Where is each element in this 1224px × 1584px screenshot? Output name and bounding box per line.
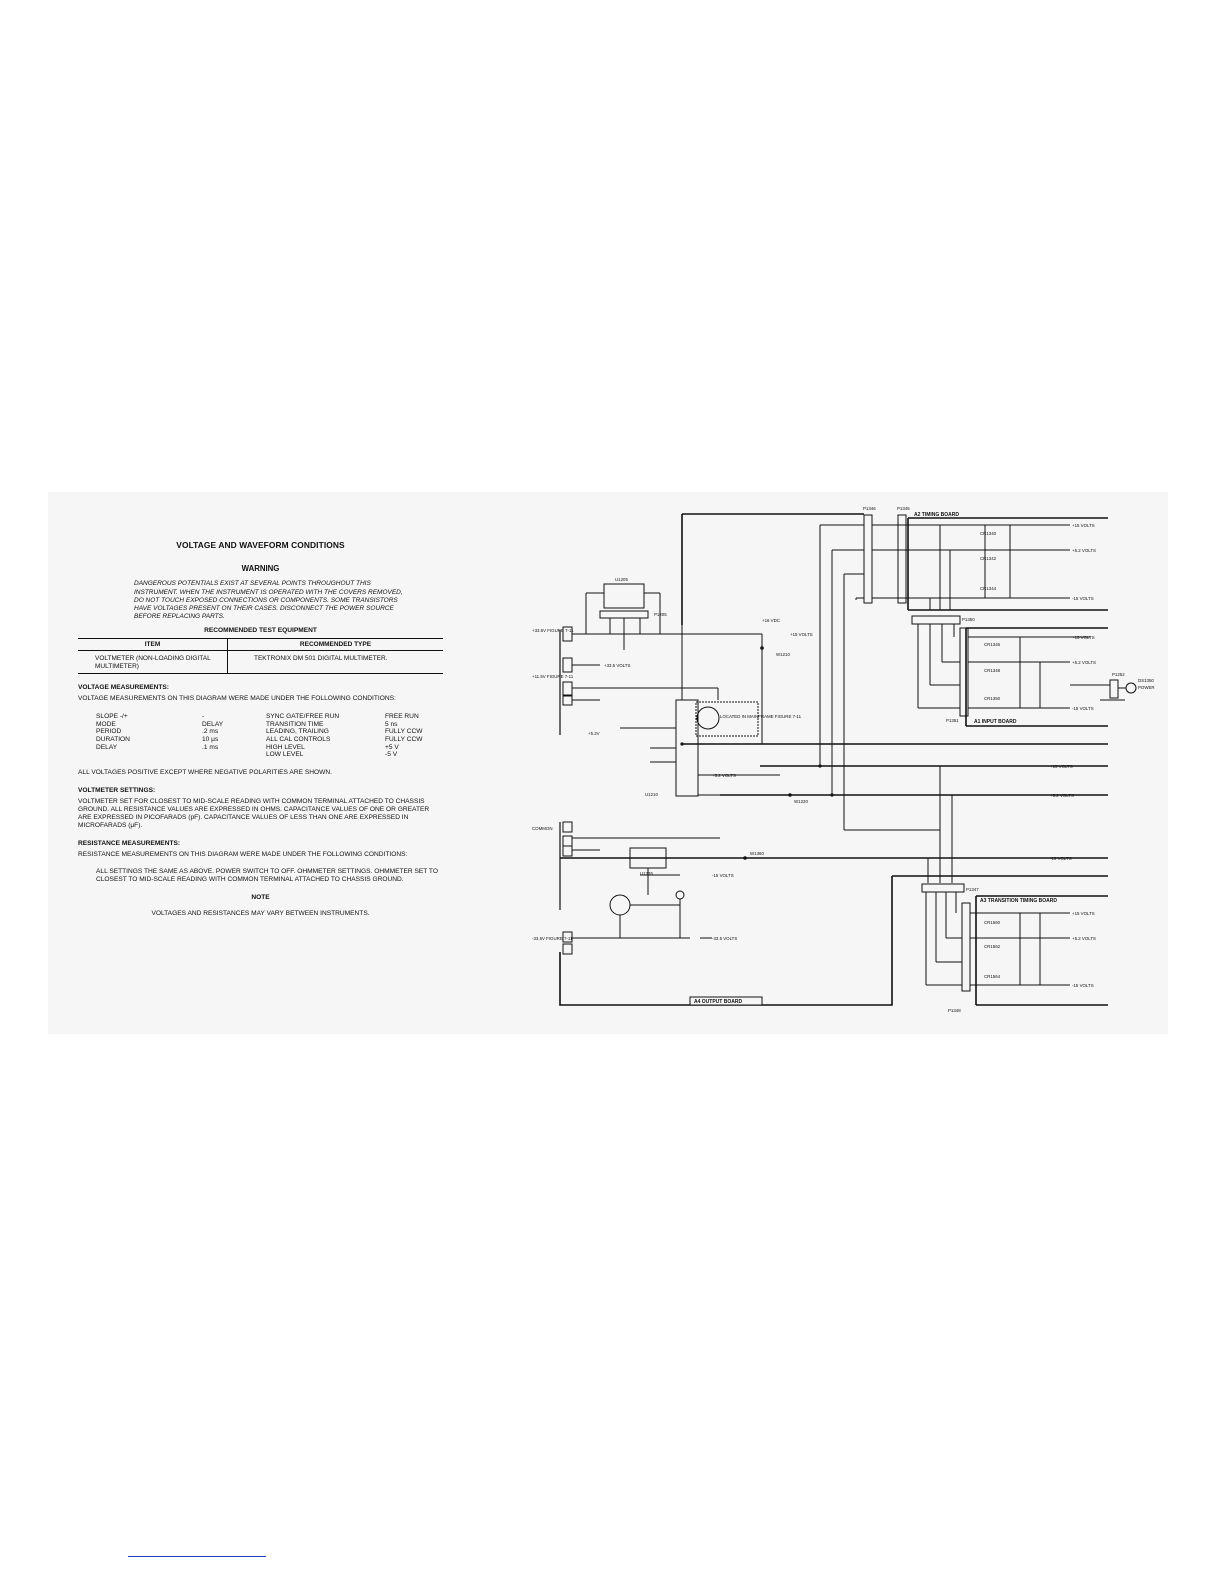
setting-label: PERIOD: [96, 728, 122, 736]
rail-plus-33-5-node: +33.5 VOLTS: [604, 663, 630, 668]
supply-plus-16-vdc: +16 VDC: [762, 618, 780, 623]
board-timing-label: A2 TIMING BOARD: [914, 512, 959, 518]
resistance-heading: RESISTANCE MEASUREMENTS:: [78, 839, 181, 847]
rail-plus-15-timing: +15 VOLTS: [1072, 523, 1095, 528]
rail-plus-15-node: +15 VOLTS: [790, 632, 813, 637]
regulator-u1205: U1205: [615, 577, 628, 582]
input-plus-33-5: +33.5V FIGURE 7-11: [532, 628, 574, 633]
connector-p1348: P1348: [948, 1008, 961, 1013]
connector-p1346: P1346: [863, 506, 876, 511]
connector-p1252: P1252: [1112, 672, 1125, 677]
rail-minus-33-5-node: -33.5 VOLTS: [712, 936, 737, 941]
equipment-item: VOLTMETER (NON-LOADING DIGITAL MULTIMETE…: [78, 650, 228, 675]
setting-value: +5 V: [385, 743, 399, 751]
rail-plus-5-2-bus: +5.2 VOLTS: [1050, 793, 1074, 798]
footer-link-underline: [128, 1556, 266, 1557]
warning-text: DANGEROUS POTENTIALS EXIST AT SEVERAL PO…: [134, 580, 403, 620]
board-transition-label: A3 TRANSITION TIMING BOARD: [980, 898, 1057, 904]
rail-minus-15-transition: -15 VOLTS: [1072, 983, 1094, 988]
resistance-text: ALL SETTINGS THE SAME AS ABOVE. POWER SW…: [96, 868, 438, 884]
equipment-type: TEKTRONIX DM 501 DIGITAL MULTIMETER.: [227, 650, 443, 675]
setting-value: -5 V: [385, 751, 398, 759]
wire-w1210: W1210: [776, 652, 790, 657]
input-minus-33-5: -33.5V FIGURE 7-11: [532, 936, 573, 941]
resistance-intro: RESISTANCE MEASUREMENTS ON THIS DIAGRAM …: [78, 850, 408, 858]
diode-cr1562: CR1562: [984, 944, 1001, 949]
rail-plus-5-2-node: +5.2 VOLTS: [712, 773, 736, 778]
rail-plus-15-input: +15 VOLTS: [1072, 635, 1095, 640]
rail-minus-15-timing: -15 VOLTS: [1072, 596, 1094, 601]
warning-title: WARNING: [241, 564, 280, 574]
equipment-header-item: ITEM: [78, 637, 228, 651]
conditions-panel: VOLTAGE AND WAVEFORM CONDITIONS WARNING …: [78, 540, 443, 918]
rail-minus-15-node: -15 VOLTS: [712, 873, 734, 878]
connector-p1350: P1350: [962, 617, 975, 622]
setting-label: SLOPE -/+: [96, 713, 128, 721]
lamp-power-label: POWER: [1138, 685, 1155, 690]
setting-value: FULLY CCW: [385, 728, 423, 736]
note-title: NOTE: [251, 894, 270, 902]
supply-plus-5-2v: +5.2V: [588, 731, 600, 736]
setting-value: FREE RUN: [385, 713, 419, 721]
setting-value: 10 μs: [202, 735, 219, 743]
voltmeter-heading: VOLTMETER SETTINGS:: [78, 787, 156, 795]
setting-value: 5 ns: [385, 720, 398, 728]
rail-minus-15-bus: -15 VOLTS: [1050, 856, 1072, 861]
conditions-title: VOLTAGE AND WAVEFORM CONDITIONS: [176, 540, 345, 550]
setting-label: LEADING, TRAILING: [266, 728, 329, 736]
diode-cr1350: CR1350: [984, 696, 1001, 701]
rail-plus-5-2-input: +5.2 VOLTS: [1072, 660, 1096, 665]
wire-w1360: W1360: [750, 851, 764, 856]
equipment-header-type: RECOMMENDED TYPE: [227, 637, 443, 651]
setting-label: TRANSITION TIME: [266, 720, 324, 728]
setting-value: FULLY CCW: [385, 735, 423, 743]
lamp-ds1350: DS1350: [1138, 678, 1154, 683]
note-text: VOLTAGES AND RESISTANCES MAY VARY BETWEE…: [151, 910, 370, 918]
setting-label: MODE: [96, 720, 116, 728]
setting-label: HIGH LEVEL: [266, 743, 305, 751]
voltmeter-text: VOLTMETER SET FOR CLOSEST TO MID-SCALE R…: [78, 797, 430, 829]
input-common: COMMON: [532, 826, 553, 831]
setting-label: ALL CAL CONTROLS: [266, 735, 331, 743]
rail-plus-15-transition: +15 VOLTS: [1072, 911, 1095, 916]
connector-p1205: P1205: [654, 612, 667, 617]
setting-value: DELAY: [202, 720, 224, 728]
setting-label: DELAY: [96, 743, 118, 751]
diode-cr1340: CR1340: [980, 531, 997, 536]
equipment-title: RECOMMENDED TEST EQUIPMENT: [204, 627, 317, 635]
wire-w1220: W1220: [794, 799, 808, 804]
connector-p1351: P1351: [946, 718, 959, 723]
connector-p1345: P1345: [897, 506, 910, 511]
equipment-table: ITEM RECOMMENDED TYPE VOLTMETER (NON-LOA…: [78, 637, 443, 675]
board-output-label: A4 OUTPUT BOARD: [694, 999, 742, 1005]
rail-plus-15-bus: +15 VOLTS: [1050, 764, 1073, 769]
setting-value: -: [202, 713, 205, 721]
polarity-note: ALL VOLTAGES POSITIVE EXCEPT WHERE NEGAT…: [78, 769, 332, 777]
connector-p1347: P1347: [966, 887, 979, 892]
setting-label: DURATION: [96, 735, 130, 743]
schematic-sheet: [48, 492, 1168, 1034]
regulator-u1335: U1335: [640, 871, 653, 876]
rail-plus-5-2-transition: +5.2 VOLTS: [1072, 936, 1096, 941]
diode-cr1564: CR1564: [984, 974, 1001, 979]
setting-value: .2 ms: [202, 728, 219, 736]
setting-label: LOW LEVEL: [266, 751, 304, 759]
board-input-label: A1 INPUT BOARD: [974, 719, 1017, 725]
setting-label: SYNC GATE/FREE RUN: [266, 713, 340, 721]
rail-plus-5-2-timing: +5.2 VOLTS: [1072, 548, 1096, 553]
rail-minus-15-input: -15 VOLTS: [1072, 706, 1094, 711]
diode-cr1348: CR1348: [984, 668, 1001, 673]
voltage-intro: VOLTAGE MEASUREMENTS ON THIS DIAGRAM WER…: [78, 695, 396, 703]
input-plus-11-5: +11.5V FIGURE 7-11: [532, 674, 574, 679]
diode-cr1342: CR1342: [980, 556, 997, 561]
settings-block: SLOPE -/+ MODE PERIOD DURATION DELAY - D…: [96, 713, 443, 759]
diode-cr1560: CR1560: [984, 920, 1001, 925]
diode-cr1346: CR1346: [984, 642, 1001, 647]
diode-cr1344: CR1344: [980, 586, 997, 591]
regulator-u1210: U1210: [645, 792, 658, 797]
setting-value: .1 ms: [202, 743, 219, 751]
located-mainframe-note: LOCATED IN MAINFRAME FIGURE 7-11: [720, 714, 802, 719]
voltage-heading: VOLTAGE MEASUREMENTS:: [78, 684, 169, 692]
